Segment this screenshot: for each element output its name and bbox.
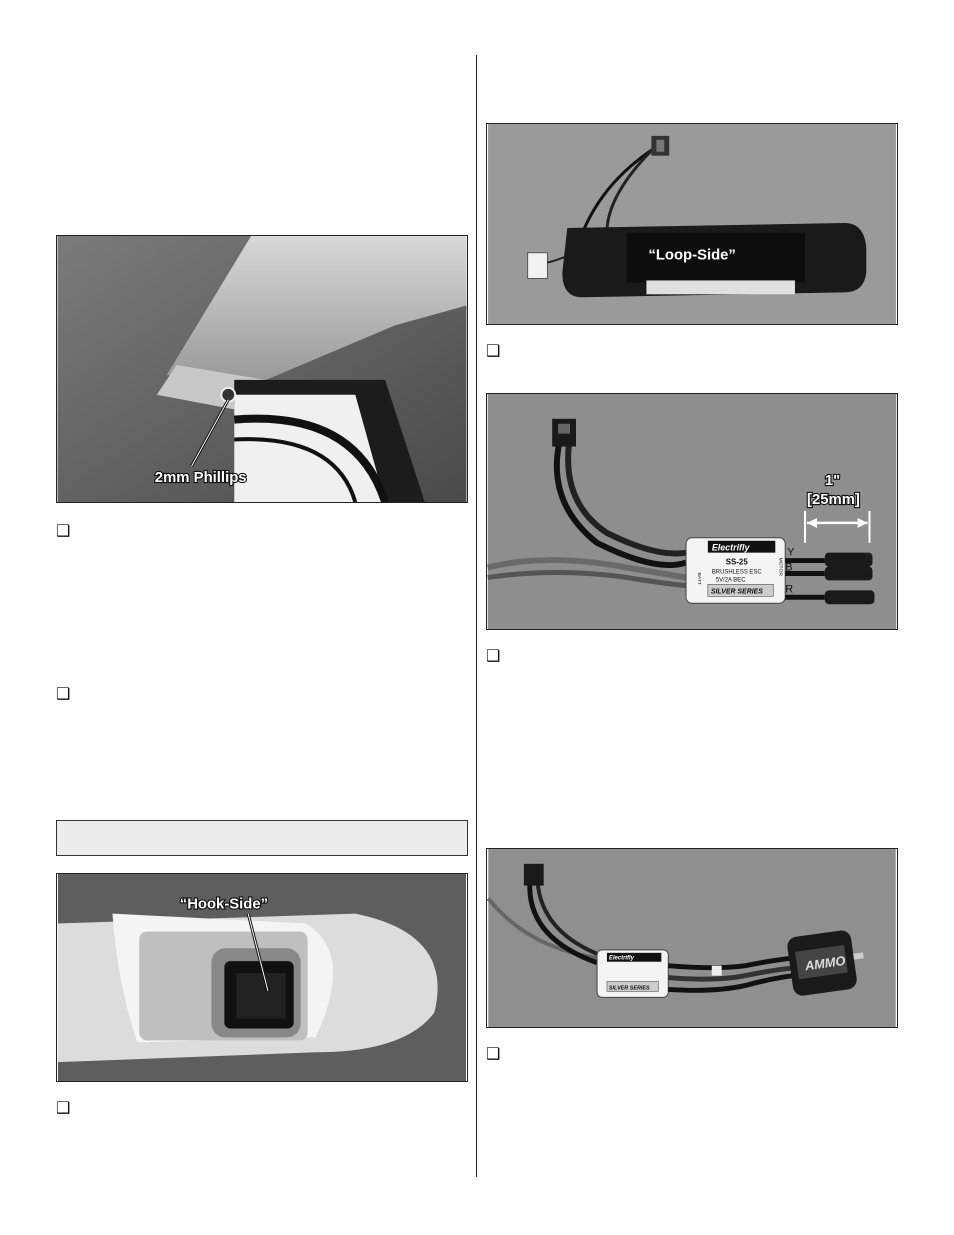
esc-body: Electrifly SS-25 BRUSHLESS ESC 5V/2A BEC… [685,537,786,604]
checkbox-6[interactable]: ❑ [486,1044,501,1063]
photo-esc-dimension: Electrifly SS-25 BRUSHLESS ESC 5V/2A BEC… [486,393,898,630]
checkbox-5[interactable]: ❑ [486,646,501,665]
phillips-photo-svg: 2mm Phillips [57,236,467,502]
loop-side-callout: “Loop-Side” [648,248,735,264]
photo-phillips-screw: 2mm Phillips [56,235,468,503]
motor-brand-label: AMMO [803,953,846,974]
loop-side-photo-svg: “Loop-Side” [488,124,896,324]
esc-series-label: SILVER SERIES [711,588,763,595]
checkbox-3[interactable]: ❑ [56,1098,71,1117]
checkbox-2[interactable]: ❑ [56,684,71,703]
photo-hook-side: “Hook-Side” [56,873,468,1082]
esc-motor-label: MOTOR [777,558,783,577]
dimension-mm-callout: [25mm] [807,492,860,508]
esc-motor-series-label: SILVER SERIES [609,985,650,991]
wire-r-label: R [785,583,793,595]
hook-side-callout: “Hook-Side” [180,897,268,913]
esc-motor-brand-label: Electrifly [609,956,635,962]
esc-desc1-label: BRUSHLESS ESC [712,569,763,575]
phillips-callout: 2mm Phillips [155,470,247,486]
checkbox-4[interactable]: ❑ [486,341,501,360]
esc-desc2-label: 5V/2A BEC [716,577,746,583]
column-divider [476,55,477,1177]
note-box [56,820,468,856]
esc-model-label: SS-25 [726,558,749,567]
dimension-inch-callout: 1" [825,473,840,489]
photo-loop-side: “Loop-Side” [486,123,898,325]
esc-batt-label: BATT [696,572,702,584]
esc-photo-svg: Electrifly SS-25 BRUSHLESS ESC 5V/2A BEC… [487,394,897,629]
hook-side-photo-svg: “Hook-Side” [57,874,467,1081]
wire-y-label: Y [787,547,795,559]
esc-brand-label: Electrifly [712,543,751,553]
motor: AMMO [787,930,864,996]
checkbox-1[interactable]: ❑ [56,521,71,540]
esc-motor-photo-svg: Electrifly SILVER SERIES AMMO [487,849,896,1027]
wire-b-label: B [785,561,792,573]
photo-esc-motor: Electrifly SILVER SERIES AMMO [486,848,898,1028]
